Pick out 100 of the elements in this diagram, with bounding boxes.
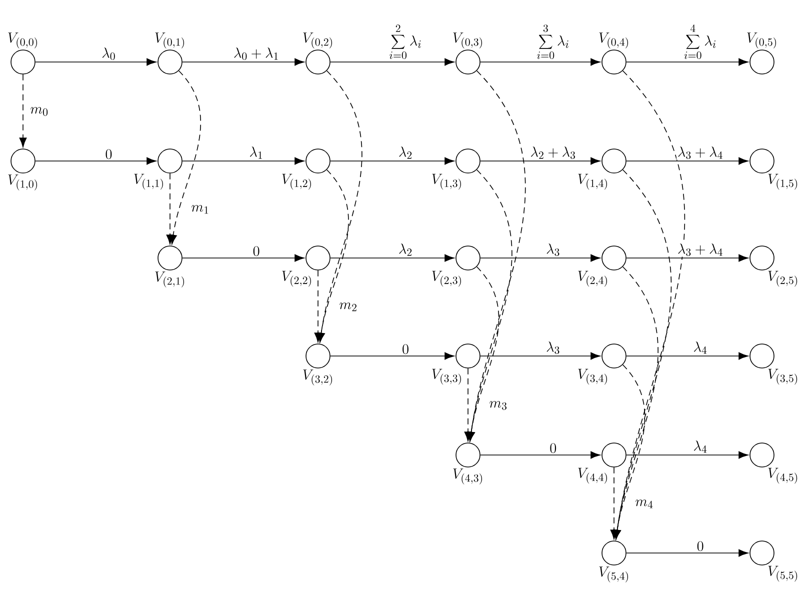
arrow (480, 451, 600, 459)
arrow (330, 352, 454, 360)
edge-label: $0$ (252, 246, 261, 257)
node-label: $V_{(0,3)}$ (453, 32, 482, 48)
edge-label: $0$ (696, 540, 705, 552)
edge-label: $\sum_{i=0}^{4}\lambda_i$ (683, 22, 718, 61)
arrow (35, 58, 156, 66)
state-circle (602, 442, 626, 468)
arrow (480, 58, 600, 66)
state-circle (602, 540, 626, 566)
arrow (480, 254, 600, 262)
edge-label: $\lambda_3+\lambda_4$ (676, 146, 724, 160)
node-label: $V_{(3,4)}$ (578, 368, 607, 385)
state-circle (456, 50, 480, 74)
arrow (166, 173, 174, 244)
state-circle (750, 50, 774, 74)
arrow (626, 58, 748, 66)
edge-label: $\lambda_3$ (545, 340, 562, 355)
node-label: $V_{(1,5)}$ (768, 174, 798, 190)
edge-label: $\lambda_2$ (397, 146, 414, 160)
node-label: $V_{(4,3)}$ (453, 468, 482, 484)
arrow (330, 157, 454, 165)
state-circle (158, 50, 182, 74)
node-label: $V_{(2,1)}$ (155, 272, 184, 288)
arrow (610, 467, 618, 540)
arrow (626, 157, 748, 165)
node-label: $V_{(5,4)}$ (599, 566, 628, 582)
state-circle (306, 50, 330, 74)
node-label: $V_{(0,1)}$ (155, 32, 184, 48)
arrow (614, 364, 646, 540)
arrow (480, 352, 600, 360)
node-label: $V_{(0,5)}$ (747, 32, 776, 48)
node-label: $V_{(2,2)}$ (282, 270, 311, 287)
state-circle (306, 344, 330, 368)
state-circle (306, 148, 330, 174)
edge-label: $\lambda_3+\lambda_4$ (676, 242, 724, 257)
edge-label: $m_1$ (192, 205, 208, 214)
edge-label: $0$ (401, 344, 410, 355)
arrow (182, 157, 304, 165)
state-circle (10, 148, 36, 174)
edge-label: $m_0$ (30, 107, 48, 116)
state-circle (750, 148, 774, 174)
node-label: $V_{(4,5)}$ (768, 468, 798, 484)
state-circle (306, 246, 330, 270)
edge-label: $0$ (548, 442, 558, 454)
arrow (318, 169, 349, 342)
node-label: $V_{(4,4)}$ (578, 468, 607, 484)
node-label: $V_{(0,4)}$ (599, 32, 628, 48)
node-label: $V_{(1,4)}$ (578, 174, 607, 190)
state-circle (602, 246, 626, 270)
arrow (330, 58, 454, 66)
node-label: $V_{(3,5)}$ (768, 368, 798, 385)
node-label: $V_{(2,3)}$ (432, 270, 461, 287)
arrow (182, 58, 304, 66)
node-label: $V_{(1,2)}$ (282, 174, 311, 190)
edge-label: $\sum_{i=0}^{2}\lambda_i$ (388, 22, 423, 61)
edge-label: $\lambda_2$ (397, 242, 414, 257)
edge-label: $m_3$ (490, 401, 507, 410)
edge-label: $\sum_{i=0}^{3}\lambda_i$ (536, 22, 570, 61)
arrow (330, 254, 454, 262)
state-circle (602, 148, 626, 174)
edge-label: $m_2$ (340, 302, 356, 312)
state-circle (456, 442, 480, 468)
state-circle (456, 148, 480, 174)
edge-label: $\lambda_0$ (100, 46, 117, 61)
node-label: $V_{(0,2)}$ (303, 32, 332, 48)
arrow (626, 549, 748, 557)
arrow (170, 70, 202, 244)
state-circle (10, 50, 36, 74)
state-circle (750, 442, 774, 468)
node-label: $V_{(1,1)}$ (134, 174, 163, 190)
node-label: $V_{(3,2)}$ (303, 370, 332, 386)
arrow (19, 74, 27, 148)
node-label: $V_{(2,5)}$ (768, 270, 798, 287)
arrow (480, 157, 600, 165)
node-label: $V_{(5,5)}$ (768, 566, 798, 582)
edge-label: $\lambda_3$ (545, 242, 562, 257)
edge-label: $m_4$ (636, 500, 653, 508)
state-circle (456, 344, 480, 368)
state-circle (158, 148, 182, 174)
node-label: $V_{(2,4)}$ (578, 270, 607, 287)
edge-label: $\lambda_0+\lambda_1$ (232, 46, 280, 61)
edge-label: $\lambda_4$ (692, 440, 708, 454)
node-label: $V_{(1,3)}$ (432, 174, 461, 190)
edge-label: $\lambda_4$ (692, 340, 708, 355)
arrow (626, 451, 748, 459)
state-circle (750, 344, 774, 368)
node-label: $V_{(0,0)}$ (8, 32, 38, 48)
edge-label: $0$ (104, 148, 114, 160)
node-label: $V_{(3,3)}$ (432, 368, 461, 385)
arrow (626, 352, 748, 360)
node-label: $V_{(1,0)}$ (8, 174, 38, 190)
arrow (182, 254, 304, 262)
arrow (468, 266, 500, 442)
edge-label: $\lambda_1$ (248, 146, 264, 160)
arrow (464, 368, 472, 442)
state-circle (602, 50, 626, 74)
state-circle (750, 540, 774, 566)
state-circle (602, 344, 626, 368)
arrow (626, 254, 748, 262)
